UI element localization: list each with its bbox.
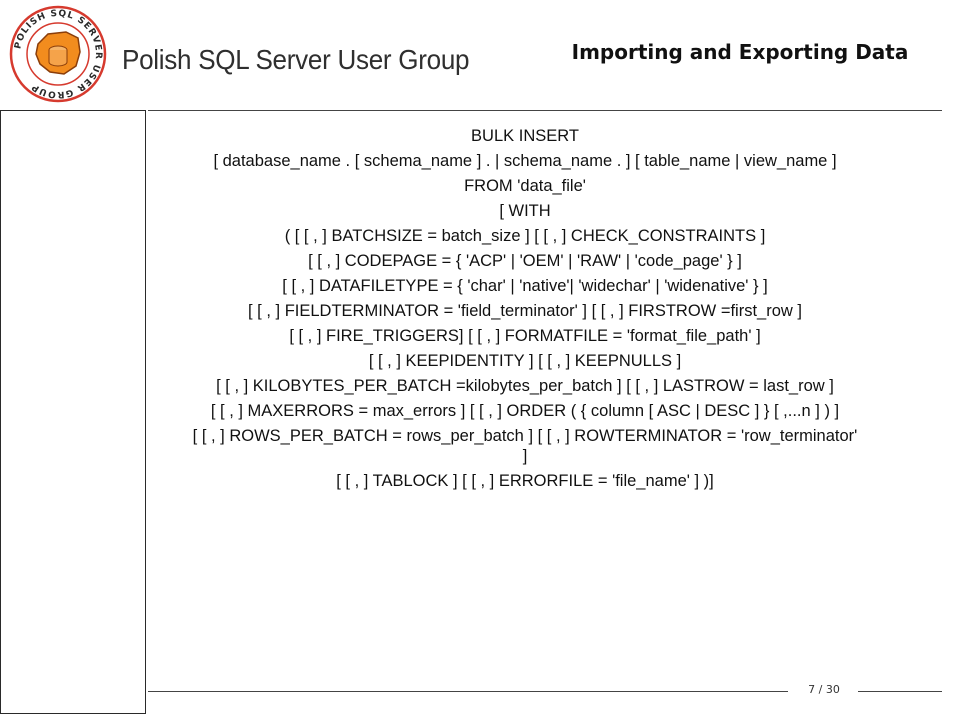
syntax-line: [ [ , ] MAXERRORS = max_errors ] [ [ , ]… bbox=[210, 402, 840, 420]
syntax-line: [ [ , ] KILOBYTES_PER_BATCH =kilobytes_p… bbox=[216, 377, 834, 395]
bulk-insert-syntax: BULK INSERT [ database_name . [ schema_n… bbox=[190, 126, 860, 496]
footer-divider-right bbox=[858, 691, 942, 692]
plssug-logo: POLISH SQL SERVER USER GROUP bbox=[8, 4, 108, 104]
syntax-line: [ [ , ] CODEPAGE = { 'ACP' | 'OEM' | 'RA… bbox=[308, 252, 742, 270]
syntax-line: [ WITH bbox=[499, 202, 551, 220]
syntax-line: [ [ , ] DATAFILETYPE = { 'char' | 'nativ… bbox=[282, 277, 768, 295]
logo-emblem: POLISH SQL SERVER USER GROUP bbox=[9, 5, 107, 103]
syntax-line: [ [ , ] FIRE_TRIGGERS] [ [ , ] FORMATFIL… bbox=[289, 327, 761, 345]
page-number: 7 / 30 bbox=[808, 683, 840, 696]
syntax-line: [ [ , ] FIELDTERMINATOR = 'field_termina… bbox=[248, 302, 802, 320]
syntax-line: BULK INSERT bbox=[471, 127, 579, 145]
org-name: Polish SQL Server User Group bbox=[122, 44, 470, 75]
header-divider bbox=[148, 110, 942, 111]
syntax-line: [ [ , ] ROWS_PER_BATCH = rows_per_batch … bbox=[192, 427, 858, 465]
slide-title: Importing and Exporting Data bbox=[571, 40, 909, 64]
syntax-line: [ [ , ] KEEPIDENTITY ] [ [ , ] KEEPNULLS… bbox=[368, 352, 682, 370]
syntax-line: [ database_name . [ schema_name ] . | sc… bbox=[213, 152, 837, 170]
syntax-line: [ [ , ] TABLOCK ] [ [ , ] ERRORFILE = 'f… bbox=[336, 472, 714, 490]
syntax-line: ( [ [ , ] BATCHSIZE = batch_size ] [ [ ,… bbox=[284, 227, 766, 245]
left-panel bbox=[0, 110, 146, 714]
syntax-line: FROM 'data_file' bbox=[464, 177, 586, 195]
footer-divider-left bbox=[148, 691, 788, 692]
